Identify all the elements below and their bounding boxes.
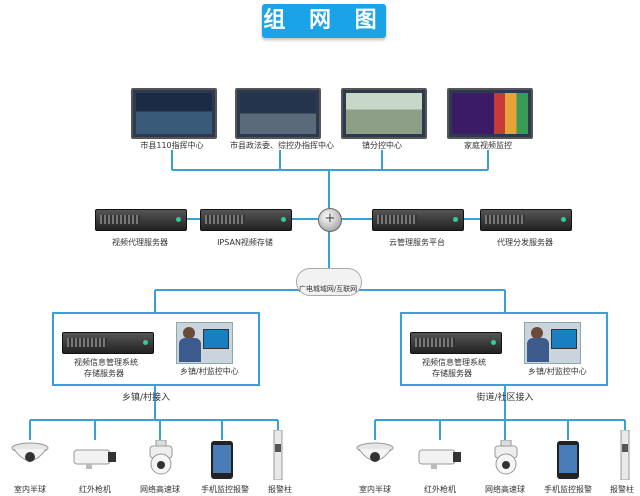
branch-left-access-label: 乡镇/村接入	[121, 393, 171, 403]
bullet-camera-icon	[73, 449, 116, 469]
mobile-phone-icon	[557, 441, 579, 479]
bullet-camera-icon	[418, 449, 461, 469]
device-left-3-label: 网络高速球	[140, 485, 180, 494]
page-title: 组 网 图	[263, 8, 385, 33]
network-hub-icon: +	[318, 208, 342, 232]
alarm-pillar-icon	[273, 430, 283, 480]
branch-right-server-label-2: 存储服务器	[432, 369, 472, 378]
core-server-4-label: 代理分发服务器	[497, 238, 553, 247]
command-center-4-label: 家庭视频监控	[464, 141, 512, 150]
hub-symbol: +	[324, 211, 336, 226]
device-right-4-label: 手机监控报警	[544, 485, 592, 494]
network-cloud-icon	[296, 268, 362, 296]
branch-left-server-label-2: 存储服务器	[84, 369, 124, 378]
command-center-2-image	[235, 88, 321, 139]
device-left-2-label: 红外枪机	[79, 485, 111, 494]
command-center-2-label: 市县政法委、综控办指挥中心	[230, 141, 334, 150]
branch-left-monitor-operator	[176, 322, 233, 364]
core-server-1-label: 视频代理服务器	[112, 238, 168, 247]
device-left-5-label: 报警柱	[268, 485, 292, 494]
branch-left-server-icon	[62, 332, 154, 354]
device-right-1-label: 室内半球	[359, 485, 391, 494]
device-right-3-label: 网络高速球	[485, 485, 525, 494]
command-center-3-image	[341, 88, 427, 139]
core-server-1-icon	[95, 209, 187, 231]
core-server-2-label: IPSAN视频存储	[217, 238, 273, 247]
speed-dome-camera-icon	[149, 440, 173, 475]
dome-camera-icon	[356, 442, 394, 462]
branch-left-server-label-1: 视频信息管理系统	[74, 358, 138, 367]
core-server-2-icon	[200, 209, 292, 231]
speed-dome-camera-icon	[494, 440, 518, 475]
branch-right-monitor-label: 乡镇/村监控中心	[528, 367, 587, 376]
alarm-pillar-icon	[620, 430, 630, 480]
command-center-3-label: 镇分控中心	[362, 141, 402, 150]
command-center-1-image	[131, 88, 217, 139]
device-left-4-label: 手机监控报警	[201, 485, 249, 494]
dome-camera-icon	[11, 442, 49, 462]
branch-left-monitor-label: 乡镇/村监控中心	[180, 367, 239, 376]
core-server-4-icon	[480, 209, 572, 231]
device-right-2-label: 红外枪机	[424, 485, 456, 494]
network-label: 广电城域网/互联网	[298, 285, 358, 293]
command-center-1-label: 市县110指挥中心	[140, 141, 204, 150]
branch-right-server-label-1: 视频信息管理系统	[422, 358, 486, 367]
branch-right-access-label: 街道/社区接入	[476, 393, 534, 403]
device-right-5-label: 报警柱	[610, 485, 634, 494]
core-server-3-label: 云管理服务平台	[389, 238, 445, 247]
mobile-phone-icon	[211, 441, 233, 479]
branch-right-monitor-operator	[524, 322, 581, 364]
core-server-3-icon	[372, 209, 464, 231]
device-left-1-label: 室内半球	[14, 485, 46, 494]
title-banner: 组 网 图	[262, 4, 386, 38]
branch-right-server-icon	[410, 332, 502, 354]
command-center-4-image	[447, 88, 533, 139]
